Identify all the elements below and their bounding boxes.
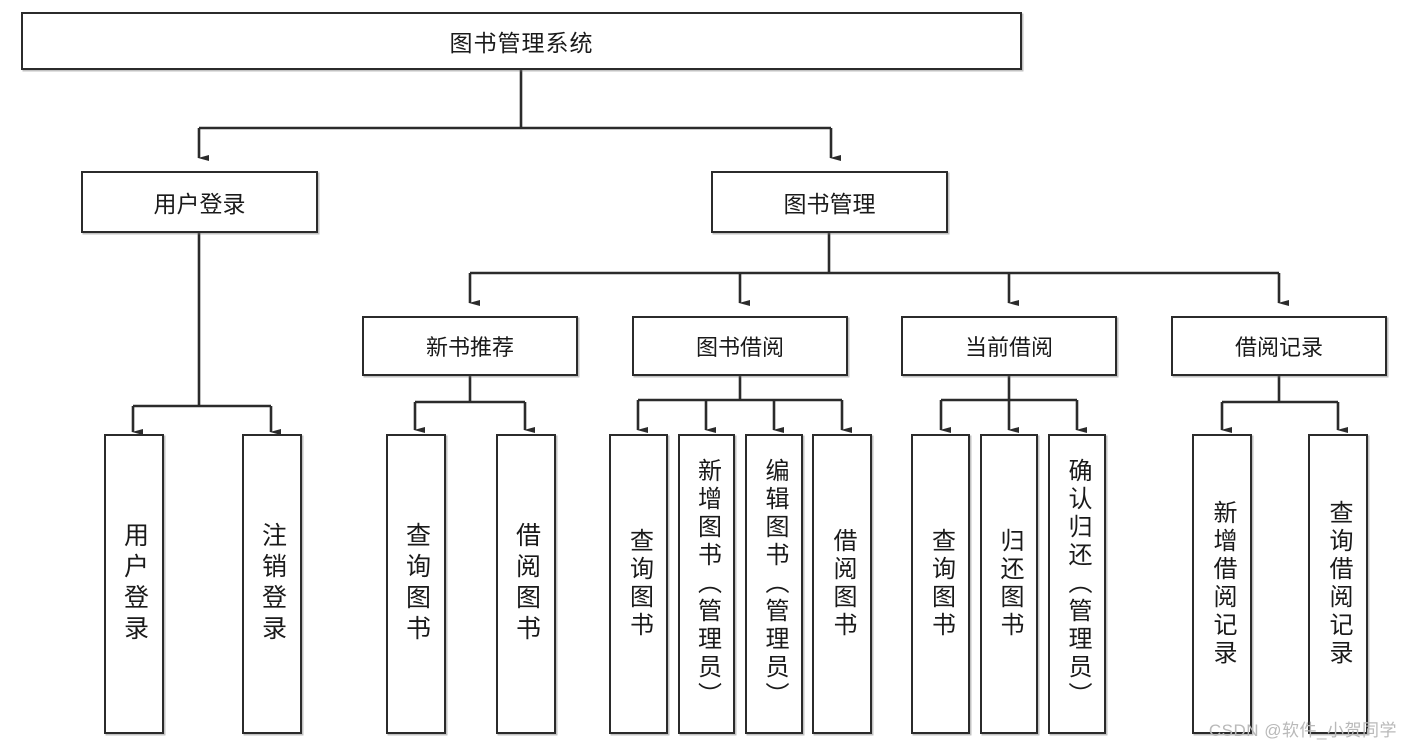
node-book-management[interactable]: 图书管理 xyxy=(711,171,948,233)
node-new-book-recommend[interactable]: 新书推荐 xyxy=(362,316,578,376)
leaf-record-add-record[interactable]: 新增借阅记录 xyxy=(1192,434,1252,734)
leaf-current-return-book[interactable]: 归还图书 xyxy=(980,434,1038,734)
node-current-borrow[interactable]: 当前借阅 xyxy=(901,316,1117,376)
leaf-borrow-add-book-admin[interactable]: 新增图书（管理员） xyxy=(678,434,735,734)
leaf-borrow-query-book[interactable]: 查询图书 xyxy=(609,434,668,734)
leaf-user-login-logout[interactable]: 注销登录 xyxy=(242,434,302,734)
node-user-login[interactable]: 用户登录 xyxy=(81,171,318,233)
leaf-current-confirm-return-admin[interactable]: 确认归还（管理员） xyxy=(1048,434,1106,734)
leaf-current-query-book[interactable]: 查询图书 xyxy=(911,434,970,734)
leaf-recommend-query-book[interactable]: 查询图书 xyxy=(386,434,446,734)
leaf-user-login-login[interactable]: 用户登录 xyxy=(104,434,164,734)
leaf-recommend-borrow-book[interactable]: 借阅图书 xyxy=(496,434,556,734)
leaf-record-query-record[interactable]: 查询借阅记录 xyxy=(1308,434,1368,734)
leaf-borrow-edit-book-admin[interactable]: 编辑图书（管理员） xyxy=(745,434,803,734)
node-root[interactable]: 图书管理系统 xyxy=(21,12,1022,70)
node-book-borrow[interactable]: 图书借阅 xyxy=(632,316,848,376)
node-borrow-record[interactable]: 借阅记录 xyxy=(1171,316,1387,376)
leaf-borrow-borrow-book[interactable]: 借阅图书 xyxy=(812,434,872,734)
csdn-watermark: CSDN @软件_小贺同学 xyxy=(1208,721,1397,740)
